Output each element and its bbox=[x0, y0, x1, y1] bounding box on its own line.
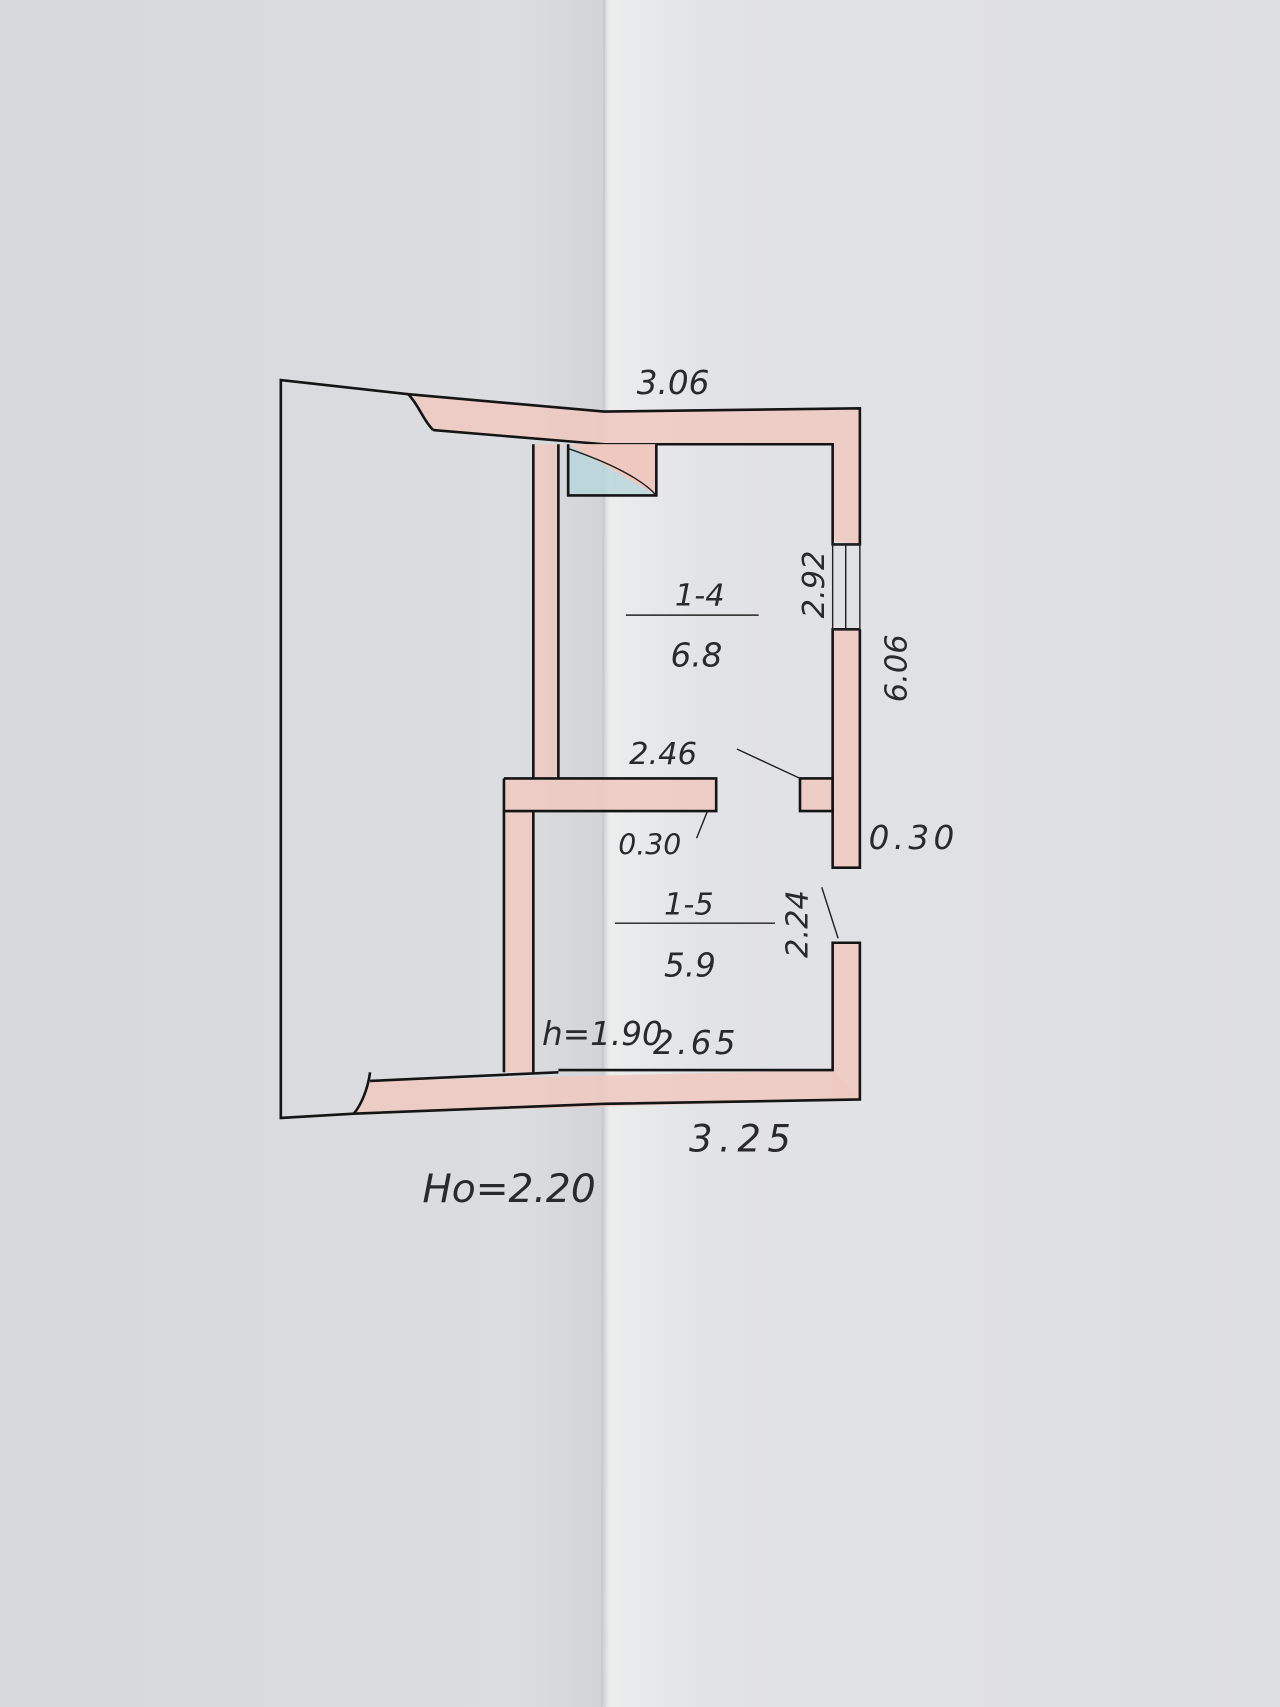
right-wall-thickness-label: 0.30 bbox=[869, 819, 959, 857]
partition-thickness-label: 0.30 bbox=[618, 829, 681, 862]
inner-length-label: 2.65 bbox=[653, 1024, 739, 1062]
window bbox=[831, 543, 861, 630]
room-2-area: 5.9 bbox=[664, 946, 716, 984]
stove-icon bbox=[566, 444, 658, 497]
room-1-number: 1-4 bbox=[675, 578, 725, 613]
floor-height-label: Ho=2.20 bbox=[422, 1167, 595, 1212]
window-width-label: 2.92 bbox=[797, 551, 832, 619]
door-leader-line bbox=[821, 887, 839, 939]
room-2-number: 1-5 bbox=[664, 887, 714, 922]
room-1-area: 6.8 bbox=[670, 636, 722, 674]
top-length-label: 3.06 bbox=[637, 364, 710, 402]
partition-leader-line bbox=[695, 810, 709, 839]
right-length-label: 6.06 bbox=[880, 634, 915, 702]
door-width-label: 2.24 bbox=[781, 890, 816, 958]
paper-fold bbox=[600, 0, 606, 1707]
room-height-label: h=1.90 bbox=[542, 1015, 663, 1053]
bottom-length-label: 3.25 bbox=[689, 1118, 798, 1161]
stove-leader-line bbox=[736, 748, 801, 780]
walls bbox=[353, 394, 860, 1114]
stove-label: 2.46 bbox=[629, 737, 697, 772]
